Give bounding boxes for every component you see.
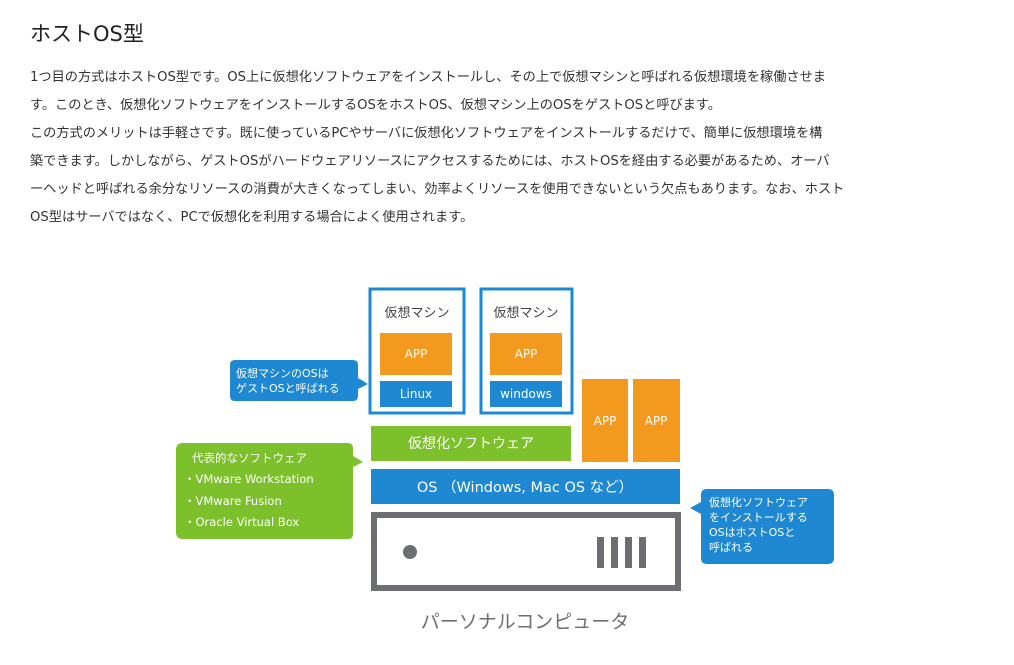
software-callout-item: ・Oracle Virtual Box	[184, 515, 299, 529]
intro-line: 1つ目の方式はホストOS型です。OS上に仮想化ソフトウェアをインストールし、その…	[30, 70, 826, 85]
vm2-app-block	[490, 333, 562, 375]
merit-line: 築できます。しかしながら、ゲストOSがハードウェアリソースにアクセスするためには…	[30, 154, 830, 169]
host-os-layer	[371, 469, 680, 504]
software-callout-item: ・VMware Workstation	[184, 472, 314, 486]
merit-line: この方式のメリットは手軽さです。既に使っているPCやサーバに仮想化ソフトウェアを…	[30, 126, 823, 141]
software-callout-item: ・VMware Fusion	[184, 494, 282, 508]
intro-line: す。このとき、仮想化ソフトウェアをインストールするOSをホストOS、仮想マシン上…	[30, 98, 721, 113]
virtualization-software-label: 仮想化ソフトウェア	[408, 436, 534, 452]
vm2-label: 仮想マシン	[493, 305, 558, 321]
guest-os-callout: 仮想マシンのOSは ゲストOSと呼ばれる	[230, 360, 368, 401]
virtual-machine-2: 仮想マシン APP windows	[479, 287, 574, 415]
vm1-label: 仮想マシン	[384, 305, 449, 321]
virtual-machine-1: 仮想マシン APP Linux	[368, 287, 466, 415]
host-app-label-1: APP	[594, 414, 617, 428]
merit-paragraph: この方式のメリットは手軽さです。既に使っているPCやサーバに仮想化ソフトウェアを…	[30, 120, 990, 232]
merit-line: OS型はサーバではなく、PCで仮想化を利用する場合によく使用されます。	[30, 210, 474, 225]
vm2-os-block	[490, 381, 562, 407]
host-os-label: OS （Windows, Mac OS など）	[417, 479, 633, 496]
computer-icon	[371, 512, 681, 591]
vm2-os-label: windows	[500, 387, 552, 401]
software-callout: 代表的なソフトウェア ・VMware Workstation ・VMware F…	[176, 443, 363, 539]
virtualization-software-layer	[371, 426, 571, 461]
vm2-app-label: APP	[515, 347, 538, 361]
host-os-callout-line: 呼ばれる	[709, 541, 753, 554]
intro-paragraph: 1つ目の方式はホストOS型です。OS上に仮想化ソフトウェアをインストールし、その…	[30, 64, 990, 120]
host-app-label-2: APP	[645, 414, 668, 428]
guest-os-callout-line: ゲストOSと呼ばれる	[236, 382, 340, 395]
merit-line: ーヘッドと呼ばれる余分なリソースの消費が大きくなってしまい、効率よくリソースを使…	[30, 182, 845, 197]
host-os-callout-line: 仮想化ソフトウェア	[709, 495, 808, 509]
vm1-app-label: APP	[405, 347, 428, 361]
vm1-os-label: Linux	[400, 387, 432, 401]
page-title: ホストOS型	[30, 22, 144, 46]
software-callout-title: 代表的なソフトウェア	[192, 451, 307, 465]
vm1-app-block	[380, 333, 452, 375]
host-os-callout-line: をインストールする	[709, 511, 808, 524]
host-os-callout: 仮想化ソフトウェア をインストールする OSはホストOSと 呼ばれる	[690, 489, 834, 564]
host-os-callout-line: OSはホストOSと	[709, 526, 795, 539]
vm1-os-block	[380, 381, 452, 407]
host-app-block-1	[582, 379, 628, 462]
computer-label: パーソナルコンピュータ	[421, 611, 630, 633]
host-app-block-2	[633, 379, 680, 462]
guest-os-callout-line: 仮想マシンのOSは	[236, 366, 329, 380]
